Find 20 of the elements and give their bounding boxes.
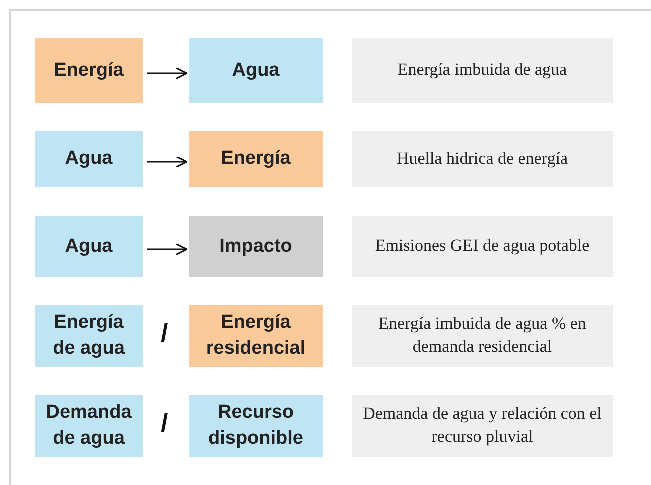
category-box: Recurso disponible xyxy=(189,395,323,457)
category-box: Demanda de agua xyxy=(35,395,143,457)
divider-symbol: / xyxy=(161,408,168,439)
category-box: Agua xyxy=(35,131,143,187)
divider-symbol: / xyxy=(161,318,168,349)
description-box: Energía imbuida de agua % en demanda residencial xyxy=(352,305,613,367)
description-box: Demanda de agua y relación con el recurso pluvial xyxy=(352,395,613,457)
category-box: Energía xyxy=(35,38,143,103)
category-box: Impacto xyxy=(189,216,323,277)
arrow xyxy=(147,67,188,80)
arrow xyxy=(147,243,188,256)
description-box: Huella hidrica de energía xyxy=(352,131,613,187)
category-box: Agua xyxy=(189,38,323,103)
arrow xyxy=(147,156,188,168)
description-box: Energía imbuida de agua xyxy=(352,38,613,103)
category-box: Energía xyxy=(189,131,323,187)
category-box: Agua xyxy=(35,216,143,277)
description-box: Emisiones GEI de agua potable xyxy=(352,216,613,277)
category-box: Energía de agua xyxy=(35,305,143,367)
category-box: Energía residencial xyxy=(189,305,323,367)
